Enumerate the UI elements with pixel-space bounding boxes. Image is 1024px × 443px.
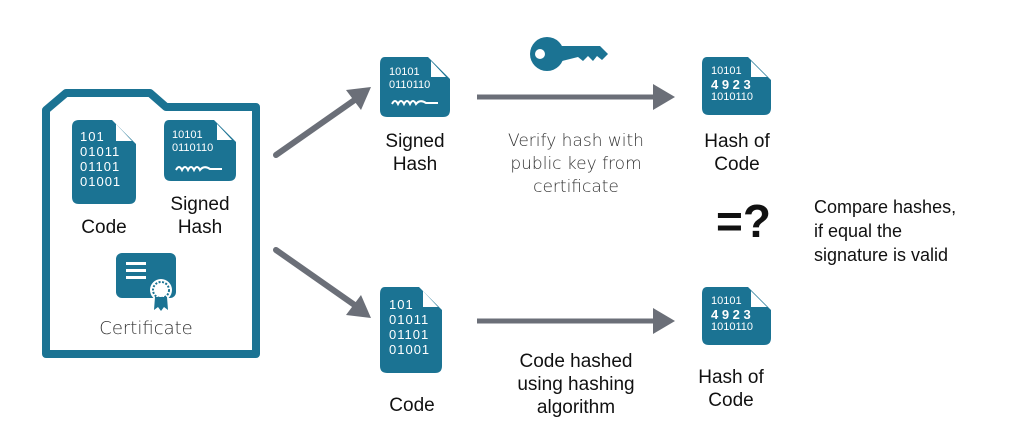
binary-line: 0110110 (172, 142, 214, 154)
label-line: signature is valid (814, 245, 949, 265)
label-line: certificate (533, 177, 619, 197)
package-certificate-label: Certificate (99, 318, 193, 339)
arrow-verify (477, 84, 675, 110)
package-signed-hash-label: Signed Hash (160, 193, 240, 239)
label-line: Signed (170, 194, 230, 215)
binary-line: 10101 (711, 295, 742, 307)
binary-line: 0110110 (389, 79, 431, 91)
label-line: Signed (385, 131, 445, 152)
bottom-hash-of-code-label: Hash of Code (684, 366, 778, 412)
top-hash-binary: 10101 4 9 2 3 1010110 (711, 65, 753, 104)
binary-line: 01001 (80, 174, 122, 189)
top-signed-hash-document-icon (380, 57, 450, 117)
label-line: Code (708, 390, 754, 411)
bottom-hash-of-code-document-icon (702, 287, 771, 345)
binary-line: 01011 (80, 144, 121, 159)
label-line: Hash of (704, 131, 770, 152)
label-line: Verify hash with (508, 131, 644, 151)
label-line: Hash (177, 217, 223, 238)
label-line: public key from (510, 154, 642, 174)
label-line: Code hashed (519, 351, 633, 372)
binary-line: 01011 (389, 312, 430, 327)
top-signed-hash-label: Signed Hash (372, 130, 458, 176)
compare-description: Compare hashes, if equal the signature i… (814, 195, 956, 267)
arrow-to-signed-hash (273, 87, 371, 158)
hashing-step-label: Code hashed using hashing algorithm (486, 350, 666, 419)
binary-line: 10101 (389, 66, 420, 78)
package-signed-hash-binary: 10101 0110110 (172, 129, 213, 155)
binary-line: 101 (389, 297, 414, 312)
bottom-code-document-icon (380, 287, 442, 373)
arrow-to-code (273, 247, 371, 318)
package-code-binary: 101 01011 01101 01001 (80, 129, 121, 189)
package-folder-outline (42, 89, 260, 358)
package-code-label: Code (81, 217, 127, 238)
label-line: using hashing (517, 374, 635, 395)
hash-value: 4 9 2 3 (711, 77, 751, 92)
key-icon (530, 37, 608, 71)
bottom-code-label: Code (389, 395, 435, 416)
verify-step-label: Verify hash with public key from certifi… (486, 130, 666, 199)
top-hash-of-code-label: Hash of Code (690, 130, 784, 176)
binary-line: 1010110 (711, 91, 754, 103)
arrow-hashing (477, 308, 675, 334)
bottom-hash-binary: 10101 4 9 2 3 1010110 (711, 295, 753, 334)
top-signed-hash-binary: 10101 0110110 (389, 66, 430, 92)
binary-line: 10101 (711, 65, 742, 77)
binary-line: 01001 (389, 342, 431, 357)
top-hash-of-code-document-icon (702, 57, 771, 115)
binary-line: 1010110 (711, 321, 754, 333)
code-document-icon (72, 120, 136, 204)
compare-symbol: =? (716, 195, 771, 247)
label-line: if equal the (814, 221, 903, 241)
hash-value: 4 9 2 3 (711, 307, 751, 322)
label-line: Code (714, 154, 760, 175)
label-line: Hash of (698, 367, 764, 388)
bottom-code-binary: 101 01011 01101 01001 (389, 297, 430, 357)
label-line: algorithm (536, 397, 616, 418)
binary-line: 01101 (389, 327, 430, 342)
binary-line: 101 (80, 129, 105, 144)
label-line: Hash (392, 154, 438, 175)
signed-hash-document-icon (164, 120, 236, 181)
binary-line: 10101 (172, 129, 203, 141)
label-line: Compare hashes, (814, 197, 957, 217)
binary-line: 01101 (80, 159, 121, 174)
certificate-icon (116, 253, 176, 311)
